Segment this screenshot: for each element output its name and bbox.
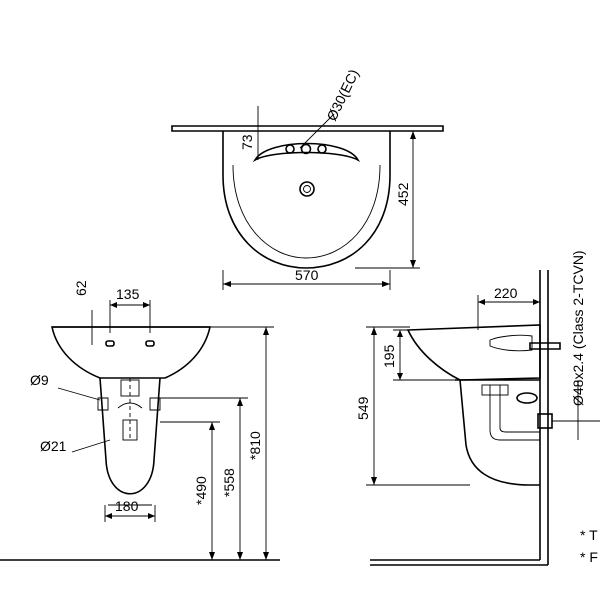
top-view-faucet-deck xyxy=(254,142,361,163)
side-trap-nut xyxy=(481,384,509,396)
side-view-pedestal xyxy=(459,379,540,486)
dim-73-label: 73 xyxy=(239,134,255,150)
dim-135-arrow-right xyxy=(143,302,150,308)
front-trap-bottom xyxy=(122,419,138,441)
front-bolt-left xyxy=(97,397,109,411)
top-view-drain-inner xyxy=(303,185,311,193)
dim-810-arrow-top xyxy=(263,327,269,335)
top-view-drain xyxy=(299,181,315,197)
dim-570-label: 570 xyxy=(295,267,319,283)
dim-pipe-label: Ø48x2.4 (Class 2-TCVN) xyxy=(570,250,586,406)
front-trap-top xyxy=(120,379,140,397)
dim-135-arrow-left xyxy=(110,302,117,308)
front-view-basin xyxy=(51,326,211,379)
dim-220-label: 220 xyxy=(494,285,518,301)
side-trap-pipe xyxy=(489,385,540,441)
dim-bolt-label: Ø9 xyxy=(30,372,49,388)
dim-549-arrow-top xyxy=(371,327,377,335)
dim-135-label: 135 xyxy=(116,286,140,302)
dim-hole-label: Ø30(EC) xyxy=(323,67,362,124)
side-basin-inner xyxy=(489,334,533,352)
note-2: * F xyxy=(580,549,598,565)
dim-62-label: 62 xyxy=(73,280,89,296)
dim-549-label: 549 xyxy=(355,396,371,420)
front-view-pedestal xyxy=(99,377,161,495)
tap-hole-center xyxy=(300,143,312,155)
dim-558-arrow-bottom xyxy=(237,552,243,560)
front-view: 135 62 Ø9 Ø21 180 *490 *558 xyxy=(0,280,280,561)
dim-180-arrow-right xyxy=(148,513,155,519)
top-view-basin-inner xyxy=(232,164,381,259)
dim-bolt-leader xyxy=(57,387,101,401)
dim-195-arrow-top xyxy=(397,330,403,337)
top-view-basin-outline xyxy=(222,131,391,269)
dim-490-label: *490 xyxy=(193,476,209,505)
dim-490-arrow-bottom xyxy=(209,552,215,560)
dim-180-arrow-left xyxy=(105,513,112,519)
dim-195-label: 195 xyxy=(381,344,397,368)
side-view-basin xyxy=(406,324,541,381)
dim-hole-leader xyxy=(299,113,335,149)
dim-810-arrow-bottom xyxy=(263,552,269,560)
top-view: 73 Ø30(EC) 570 452 xyxy=(171,67,444,290)
front-bolt-right xyxy=(149,397,161,411)
dim-outlet-label: Ø21 xyxy=(40,438,67,454)
front-tap-left xyxy=(105,340,115,347)
side-overflow xyxy=(516,392,538,404)
dim-outlet-leader xyxy=(71,439,111,453)
top-view-counter-edge xyxy=(171,125,444,132)
dim-549-arrow-bottom xyxy=(371,477,377,485)
dim-452-arrow-bottom xyxy=(410,260,416,268)
dim-195-arrow-bottom xyxy=(397,373,403,380)
tap-hole-right xyxy=(317,144,327,154)
dim-220-arrow-left xyxy=(478,299,485,305)
dim-558-label: *558 xyxy=(221,468,237,497)
dim-452-label: 452 xyxy=(395,182,411,206)
dim-558-arrow-top xyxy=(237,398,243,406)
side-view: 220 195 549 Ø48x2.4 (Class 2-TCVN) xyxy=(355,250,600,566)
dim-810-label: *810 xyxy=(247,431,263,460)
side-trap-pipe-inner xyxy=(499,385,540,433)
dim-570-arrow-left xyxy=(223,281,231,287)
side-fixing-bolt xyxy=(529,342,561,350)
note-1: * T xyxy=(580,527,598,543)
dim-180-label: 180 xyxy=(115,498,139,514)
front-tap-right xyxy=(145,340,155,347)
tap-hole-left xyxy=(285,144,295,154)
dim-452-arrow-top xyxy=(410,131,416,139)
dim-570-arrow-right xyxy=(382,281,390,287)
notes: * T * F xyxy=(580,527,598,565)
front-trap-bend xyxy=(117,402,143,409)
dim-490-arrow-top xyxy=(209,422,215,430)
dim-220-arrow-right xyxy=(533,299,540,305)
